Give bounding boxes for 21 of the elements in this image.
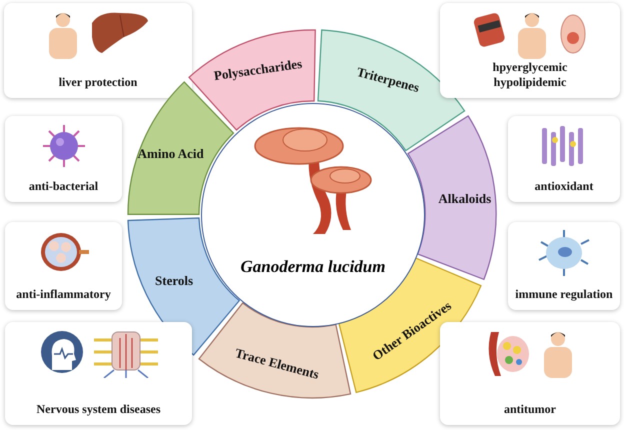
effect-card	[5, 222, 122, 310]
effect-card	[440, 3, 620, 98]
effect-label: immune regulation	[515, 287, 613, 302]
effect-label: anti-inflammatory	[16, 287, 111, 302]
species-name: Ganoderma lucidum	[240, 257, 386, 276]
effect-label: liver protection	[58, 75, 138, 90]
effect-label: antioxidant	[534, 179, 594, 194]
effect-card	[5, 322, 192, 425]
effect-label: antitumor	[504, 402, 556, 417]
segment-label: Polysaccharides	[213, 56, 304, 84]
effect-label: Nervous system diseases	[36, 402, 160, 417]
effect-label: hpyerglycemic hypolipidemic	[492, 60, 568, 90]
effect-card	[508, 222, 620, 310]
effect-card	[5, 116, 122, 202]
segment-label: Sterols	[155, 273, 194, 290]
effect-card	[508, 116, 620, 202]
effect-label: anti-bacterial	[28, 179, 98, 194]
segment-label: Alkaloids	[438, 191, 492, 208]
segment-label: Trace Elements	[234, 344, 322, 382]
segment-label: Amino Acid	[138, 146, 204, 162]
effect-card	[4, 3, 192, 98]
